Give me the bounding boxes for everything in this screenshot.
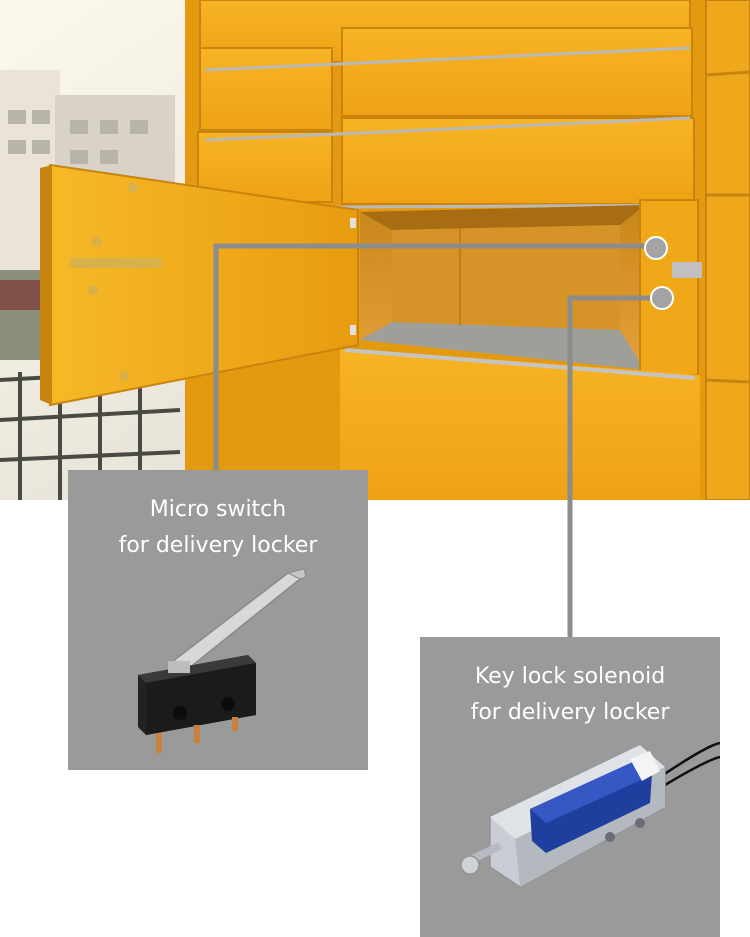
locker-photo xyxy=(0,0,750,500)
micro-switch-subtitle: for delivery locker xyxy=(118,533,318,558)
micro-switch-caption: Micro switch for delivery locker xyxy=(68,492,368,564)
micro-switch-title: Micro switch xyxy=(149,497,287,522)
solenoid-callout: Key lock solenoid for delivery locker xyxy=(420,637,721,937)
solenoid-subtitle: for delivery locker xyxy=(470,700,670,725)
micro-switch-icon xyxy=(128,565,318,759)
micro-switch-callout: Micro switch for delivery locker xyxy=(68,470,368,770)
locker-scene xyxy=(0,0,750,500)
solenoid-icon xyxy=(460,737,721,921)
solenoid-title: Key lock solenoid xyxy=(474,664,666,689)
solenoid-caption: Key lock solenoid for delivery locker xyxy=(420,659,720,731)
